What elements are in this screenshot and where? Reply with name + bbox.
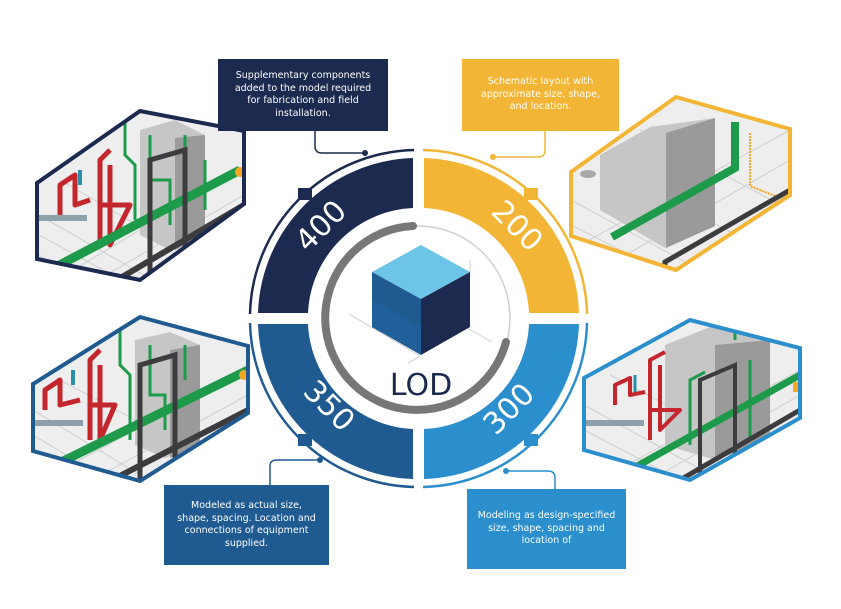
tab-400 xyxy=(298,188,312,200)
segment-300[interactable] xyxy=(424,324,579,479)
description-text-400: Supplementary components added to the mo… xyxy=(234,70,372,119)
illustration-400[interactable] xyxy=(30,100,250,290)
tab-300 xyxy=(524,434,538,446)
description-box-300: Modeling as design-specified size, shape… xyxy=(467,489,626,569)
connector-300 xyxy=(503,468,556,489)
illustration-350[interactable] xyxy=(30,310,255,485)
description-box-400: Supplementary components added to the mo… xyxy=(218,59,388,131)
description-text-350: Modeled as actual size, shape, spacing. … xyxy=(177,500,316,549)
description-text-200: Schematic layout with approximate size, … xyxy=(480,76,601,113)
description-box-200: Schematic layout with approximate size, … xyxy=(462,59,619,131)
connector-400 xyxy=(314,131,368,156)
illustration-300[interactable] xyxy=(580,315,805,485)
segment-400[interactable] xyxy=(258,158,413,313)
description-box-350: Modeled as actual size, shape, spacing. … xyxy=(164,485,329,565)
progress-arc xyxy=(321,222,510,414)
lod-title: LOD xyxy=(390,368,452,403)
connector-350 xyxy=(269,457,323,485)
segment-200[interactable] xyxy=(424,158,579,313)
tab-350 xyxy=(298,434,312,446)
segment-350[interactable] xyxy=(258,324,413,479)
tab-200 xyxy=(524,188,538,200)
connector-200 xyxy=(490,131,546,160)
cube-icon xyxy=(348,245,493,364)
description-text-300: Modeling as design-specified size, shape… xyxy=(477,510,616,547)
